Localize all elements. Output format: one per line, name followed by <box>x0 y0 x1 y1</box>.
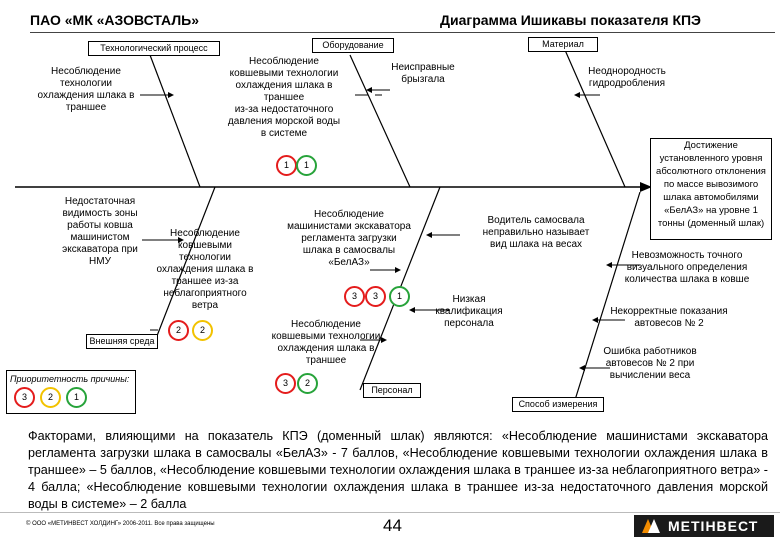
spine-arrowhead <box>640 182 652 192</box>
cause-sprayers: Неисправные брызгала <box>391 62 455 85</box>
cause-wrong-scales: Некорректные показания автовесов № 2 <box>610 306 728 329</box>
category-personnel: Персонал <box>363 383 421 398</box>
score-equipment-2: 1 <box>296 155 317 176</box>
rib-process <box>149 54 201 188</box>
score-excavator-3: 1 <box>389 286 410 307</box>
score-wind-2: 2 <box>192 320 213 341</box>
rib-material <box>564 49 626 188</box>
cause-low-qualification: Низкая квалификация персонала <box>435 294 503 329</box>
category-process: Технологический процесс <box>88 41 220 56</box>
logo-text: МЕТІНВЕСТ <box>668 518 759 534</box>
footer-divider <box>0 512 780 513</box>
cause-excavator-loading: Несоблюдение машинистами экскаватора рег… <box>287 209 411 268</box>
score-ladle-1: 3 <box>275 373 296 394</box>
score-wind-1: 2 <box>168 320 189 341</box>
cause-wind: Несоблюдение ковшевыми технологии охлажд… <box>156 228 254 311</box>
priority-mid: 2 <box>40 387 61 408</box>
rib-environment <box>154 186 216 342</box>
cause-visibility: Недостаточная видимость зоны работы ковш… <box>62 196 138 267</box>
score-equipment-1: 1 <box>276 155 297 176</box>
category-material: Материал <box>528 37 598 52</box>
cause-inhomogeneity: Неоднородность гидродробления <box>588 66 666 89</box>
score-ladle-2: 2 <box>297 373 318 394</box>
priority-high: 3 <box>14 387 35 408</box>
cause-process-cooling: Несоблюдение технологии охлаждения шлака… <box>37 66 135 113</box>
page-number: 44 <box>383 516 402 535</box>
company-name: ПАО «МК «АЗОВСТАЛЬ» <box>30 12 199 28</box>
cause-equipment-pressure: Несоблюдение ковшевыми технологии охлажд… <box>227 56 341 139</box>
category-environment: Внешняя среда <box>86 334 158 349</box>
cause-operator-error: Ошибка работников автовесов № 2 при вычи… <box>603 346 697 381</box>
priority-label: Приоритетность причины: <box>10 374 130 384</box>
cause-visual-impossible: Невозможность точного визуального опреде… <box>624 250 750 285</box>
category-equipment: Оборудование <box>312 38 394 53</box>
score-excavator-2: 3 <box>365 286 386 307</box>
rib-measurement <box>574 191 641 401</box>
page-title: Диаграмма Ишикавы показателя КПЭ <box>440 12 702 28</box>
priority-low: 1 <box>66 387 87 408</box>
header-divider <box>30 32 775 33</box>
category-measurement: Способ измерения <box>512 397 604 412</box>
rib-equipment <box>349 54 411 188</box>
cause-driver-weight: Водитель самосвала неправильно называет … <box>482 215 590 250</box>
metinvest-logo <box>634 515 774 537</box>
copyright: © ООО «МЕТИНВЕСТ ХОЛДИНГ» 2006-2011. Все… <box>26 521 215 527</box>
summary-text: Факторами, влияющими на показатель КПЭ (… <box>28 429 768 511</box>
cause-ladle-cooling: Несоблюдение ковшевыми технологии охлажд… <box>271 319 381 366</box>
score-excavator-1: 3 <box>344 286 365 307</box>
effect-box: Достижение установленного уровня абсолют… <box>650 138 772 240</box>
